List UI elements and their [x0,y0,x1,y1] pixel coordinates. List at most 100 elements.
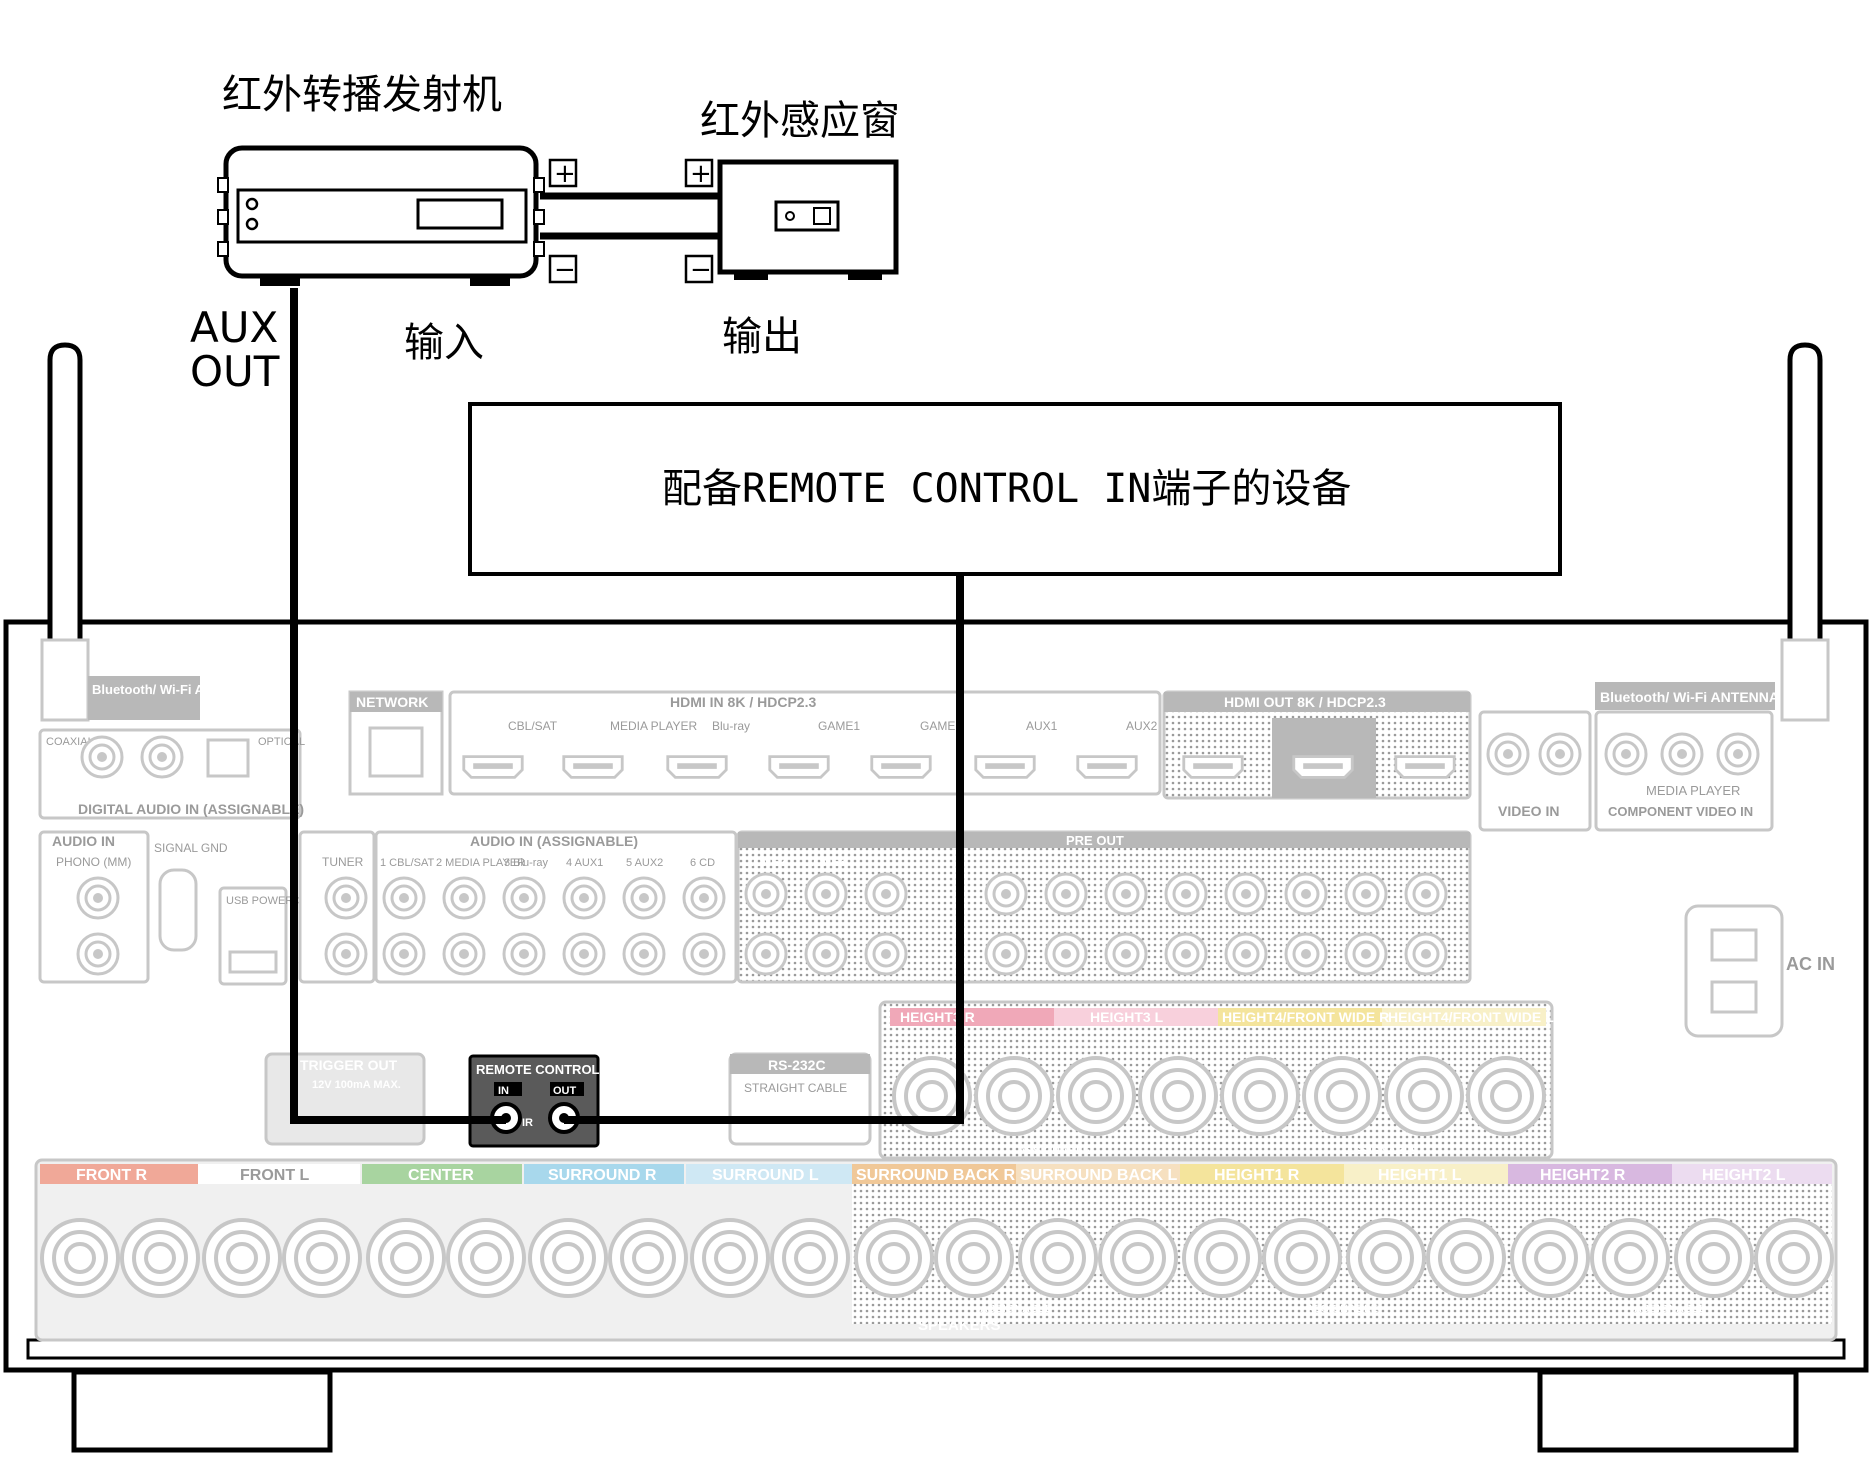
pre-out-jack[interactable] [984,872,1028,916]
audio-jack[interactable] [682,932,726,976]
tuner-label: TUNER [322,855,364,869]
speaker-band [524,1164,684,1184]
video-jack[interactable] [1486,732,1530,776]
pre-out-jack[interactable] [1044,932,1088,976]
speaker-terminal[interactable] [1056,1056,1136,1136]
tuner-jack[interactable] [324,876,368,920]
pre-out-jack[interactable] [1224,872,1268,916]
pre-out-jack[interactable] [1404,932,1448,976]
speaker-terminal[interactable] [974,1056,1054,1136]
audio-input-name: 5 AUX2 [626,857,663,869]
tuner-jack[interactable] [324,932,368,976]
pre-out-jack[interactable] [1164,872,1208,916]
speaker-terminal[interactable] [202,1218,282,1298]
speaker-label: HEIGHT1 L [1378,1167,1462,1184]
pre-out-jack[interactable] [1104,872,1148,916]
speaker-terminal[interactable] [1182,1218,1262,1298]
hdmi-port[interactable] [768,755,830,779]
component-jack[interactable] [1660,732,1704,776]
pre-out-jack[interactable] [1284,872,1328,916]
audio-input-name: 4 AUX1 [566,857,603,869]
speaker-terminal[interactable] [1384,1056,1464,1136]
hdmi-out-port[interactable] [1292,755,1354,779]
optical-jack[interactable] [206,738,250,778]
speaker-terminal[interactable] [934,1218,1014,1298]
speaker-terminal[interactable] [854,1218,934,1298]
output-label: 输出 [722,314,802,360]
pre-out-jack[interactable] [744,872,788,916]
speaker-terminal[interactable] [1466,1056,1546,1136]
audio-jack[interactable] [382,932,426,976]
speaker-terminal[interactable] [1754,1218,1834,1298]
speaker-terminal[interactable] [690,1218,770,1298]
zone3-label: ZONE3 [806,855,846,869]
hdmi-out-port[interactable] [1394,755,1456,779]
hdmi-port[interactable] [562,755,624,779]
speaker-terminal[interactable] [120,1218,200,1298]
pre-out-jack[interactable] [1284,932,1328,976]
speaker-terminal[interactable] [1220,1056,1300,1136]
audio-jack[interactable] [682,876,726,920]
pre-out-jack[interactable] [1224,932,1268,976]
speaker-terminal[interactable] [1018,1218,1098,1298]
network-port[interactable] [368,726,424,778]
hdmi-port[interactable] [1076,755,1138,779]
audio-jack[interactable] [502,876,546,920]
speaker-terminal[interactable] [1262,1218,1342,1298]
phono-jack-r[interactable] [76,932,120,976]
ac-in-socket[interactable] [1684,904,1784,1038]
phono-jack-l[interactable] [76,876,120,920]
pre-out-jack[interactable] [864,872,908,916]
audio-jack[interactable] [442,876,486,920]
hdmi-port[interactable] [870,755,932,779]
pre-out-jack[interactable] [1344,932,1388,976]
pre-out-jack[interactable] [984,932,1028,976]
coaxial-jack-1[interactable] [80,735,124,779]
speaker-terminal[interactable] [528,1218,608,1298]
speaker-terminal[interactable] [1098,1218,1178,1298]
speaker-terminal[interactable] [1138,1056,1218,1136]
speaker-band [852,1164,1016,1184]
coaxial-jack-2[interactable] [140,735,184,779]
usb-port[interactable] [228,950,278,974]
pre-out-jack[interactable] [864,932,908,976]
speaker-terminal[interactable] [1302,1056,1382,1136]
speaker-terminal[interactable] [1674,1218,1754,1298]
speaker-terminal[interactable] [1510,1218,1590,1298]
hdmi-port[interactable] [666,755,728,779]
audio-jack[interactable] [562,932,606,976]
component-jack[interactable] [1716,732,1760,776]
audio-jack[interactable] [622,876,666,920]
pre-out-jack[interactable] [1404,872,1448,916]
component-jack[interactable] [1604,732,1648,776]
hdmi-port[interactable] [462,755,524,779]
bt-antenna-left-badge [88,676,200,720]
hdmi-out-port[interactable] [1182,755,1244,779]
rs232c-label: RS-232C [768,1057,826,1073]
speaker-terminal[interactable] [1590,1218,1670,1298]
signal-gnd-terminal[interactable] [158,868,198,952]
hdmi-port[interactable] [974,755,1036,779]
pre-out-jack[interactable] [804,932,848,976]
hdmi-input-name: GAME1 [818,719,860,733]
speaker-terminal[interactable] [40,1218,120,1298]
pre-out-jack[interactable] [1104,932,1148,976]
audio-jack[interactable] [442,932,486,976]
pre-out-jack[interactable] [1044,872,1088,916]
video-jack[interactable] [1538,732,1582,776]
speaker-terminal[interactable] [282,1218,362,1298]
speaker-terminal[interactable] [1426,1218,1506,1298]
pre-out-jack[interactable] [1344,872,1388,916]
pre-out-jack[interactable] [1164,932,1208,976]
audio-jack[interactable] [562,876,606,920]
speaker-terminal[interactable] [446,1218,526,1298]
audio-jack[interactable] [502,932,546,976]
pre-out-jack[interactable] [744,932,788,976]
speaker-terminal[interactable] [1346,1218,1426,1298]
pre-out-jack[interactable] [804,872,848,916]
speaker-terminal[interactable] [770,1218,850,1298]
speaker-terminal[interactable] [608,1218,688,1298]
speaker-terminal[interactable] [366,1218,446,1298]
audio-jack[interactable] [382,876,426,920]
audio-jack[interactable] [622,932,666,976]
